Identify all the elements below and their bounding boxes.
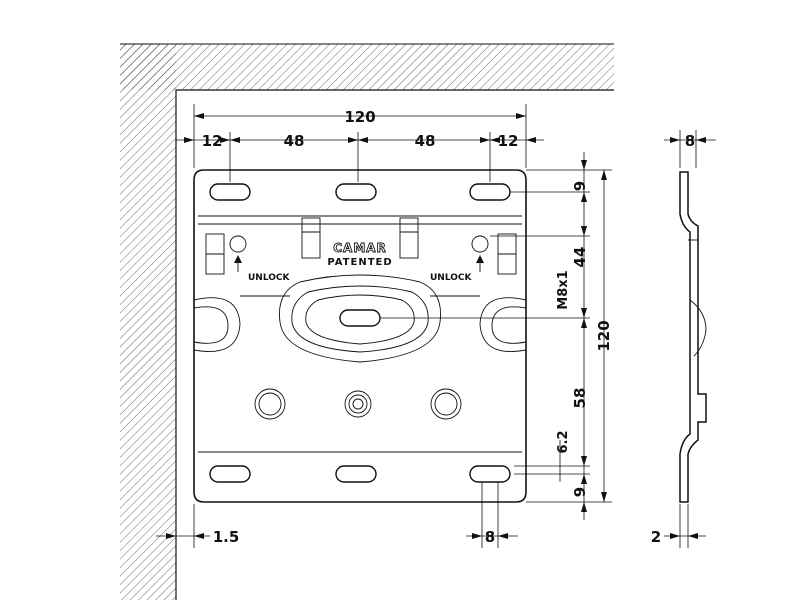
dim-label-8-side: 8 [685,132,695,150]
slot-top-left [209,183,251,201]
unlock-label-right: UNLOCK [430,273,473,283]
slot-bottom-center [335,465,377,483]
mounting-plate [193,169,527,503]
dim-label-thread: M8x1 [556,270,571,309]
hole-left [254,388,286,420]
dim-slot-width: 8 [466,482,518,548]
brand-logo: CAMAR [333,241,387,255]
slot-bottom-right [469,465,511,483]
unlock-left: UNLOCK [205,233,291,283]
threaded-hole-center [344,390,372,418]
dim-label-9-bottom: 9 [571,487,589,497]
dim-label-48-left: 48 [284,132,305,150]
dim-overall-width: 120 [193,104,527,168]
wall-section [120,43,614,600]
dim-label-12-right: 12 [498,132,519,150]
dim-thickness: 2 [651,504,706,548]
unlock-label-left: UNLOCK [248,273,291,283]
slot-top-center [335,183,377,201]
dim-label-9-top: 9 [571,181,589,191]
dim-label-6-2: 6.2 [556,430,571,453]
dim-label-12-left: 12 [202,132,223,150]
dim-side-depth: 8 [664,130,716,168]
patent-text: PATENTED [327,257,392,268]
dim-pitch-chain: 12 48 48 12 [176,132,544,182]
dim-label-58: 58 [571,388,589,409]
dim-label-48-right: 48 [415,132,436,150]
dim-right-chain: 9 44 M8x1 120 58 6.2 9 [380,152,613,520]
dim-label-44: 44 [571,247,589,268]
unlock-right: UNLOCK [430,233,517,283]
slot-bottom-left [209,465,251,483]
dim-label-120-right: 120 [595,320,613,351]
dim-label-1-5: 1.5 [213,528,240,546]
dim-label-8-bottom: 8 [485,528,495,546]
dim-label-2: 2 [651,528,661,546]
dim-label-120-top: 120 [344,108,375,126]
dim-wall-gap: 1.5 [156,504,239,548]
side-view-profile [679,171,707,503]
hole-right [430,388,462,420]
